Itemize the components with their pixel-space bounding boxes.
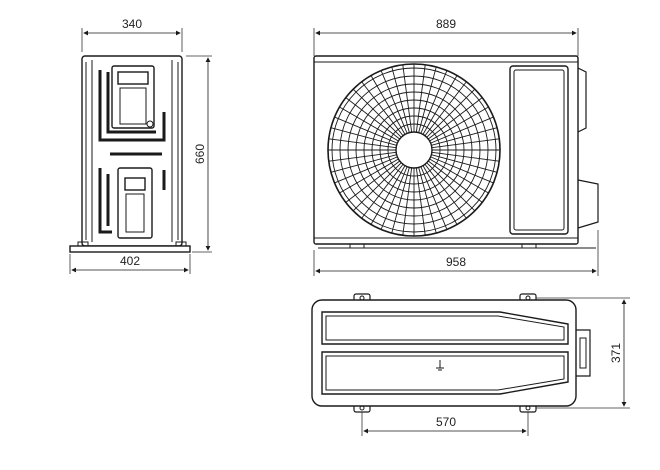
valve-cover bbox=[577, 67, 587, 133]
service-panel-bottom bbox=[117, 167, 153, 239]
label-340: 340 bbox=[122, 17, 142, 31]
label-570: 570 bbox=[436, 415, 456, 429]
service-panel-top bbox=[111, 65, 155, 129]
handle-slot-top bbox=[117, 71, 149, 85]
front-view: 889 958 bbox=[313, 17, 599, 276]
label-889: 889 bbox=[436, 17, 456, 31]
dimension-height: 660 bbox=[186, 55, 212, 253]
screw-icon bbox=[146, 120, 154, 128]
top-panel-lower bbox=[321, 351, 569, 395]
side-grille-panel bbox=[509, 65, 569, 235]
dimension-top-depth: 371 bbox=[536, 297, 630, 409]
label-402: 402 bbox=[120, 254, 140, 268]
top-panel-upper bbox=[321, 311, 569, 345]
top-view: 371 570 bbox=[311, 293, 630, 436]
label-660: 660 bbox=[193, 144, 207, 164]
top-cabinet bbox=[311, 299, 577, 407]
dimension-mount-spacing: 570 bbox=[361, 412, 529, 436]
drain-symbol bbox=[436, 360, 444, 371]
dimension-front-total: 958 bbox=[313, 230, 599, 276]
side-base bbox=[69, 245, 191, 253]
dimension-side-depth-base: 402 bbox=[69, 254, 191, 274]
label-371: 371 bbox=[609, 343, 623, 363]
valve-block bbox=[577, 179, 599, 229]
dimension-front-body: 889 bbox=[313, 17, 579, 56]
top-valve bbox=[576, 329, 591, 377]
handle-slot-bottom bbox=[124, 177, 146, 191]
side-view: 340 660 bbox=[69, 17, 212, 274]
fan-grille bbox=[327, 63, 501, 237]
dimension-side-depth-top: 340 bbox=[81, 17, 183, 52]
label-958: 958 bbox=[446, 255, 466, 269]
